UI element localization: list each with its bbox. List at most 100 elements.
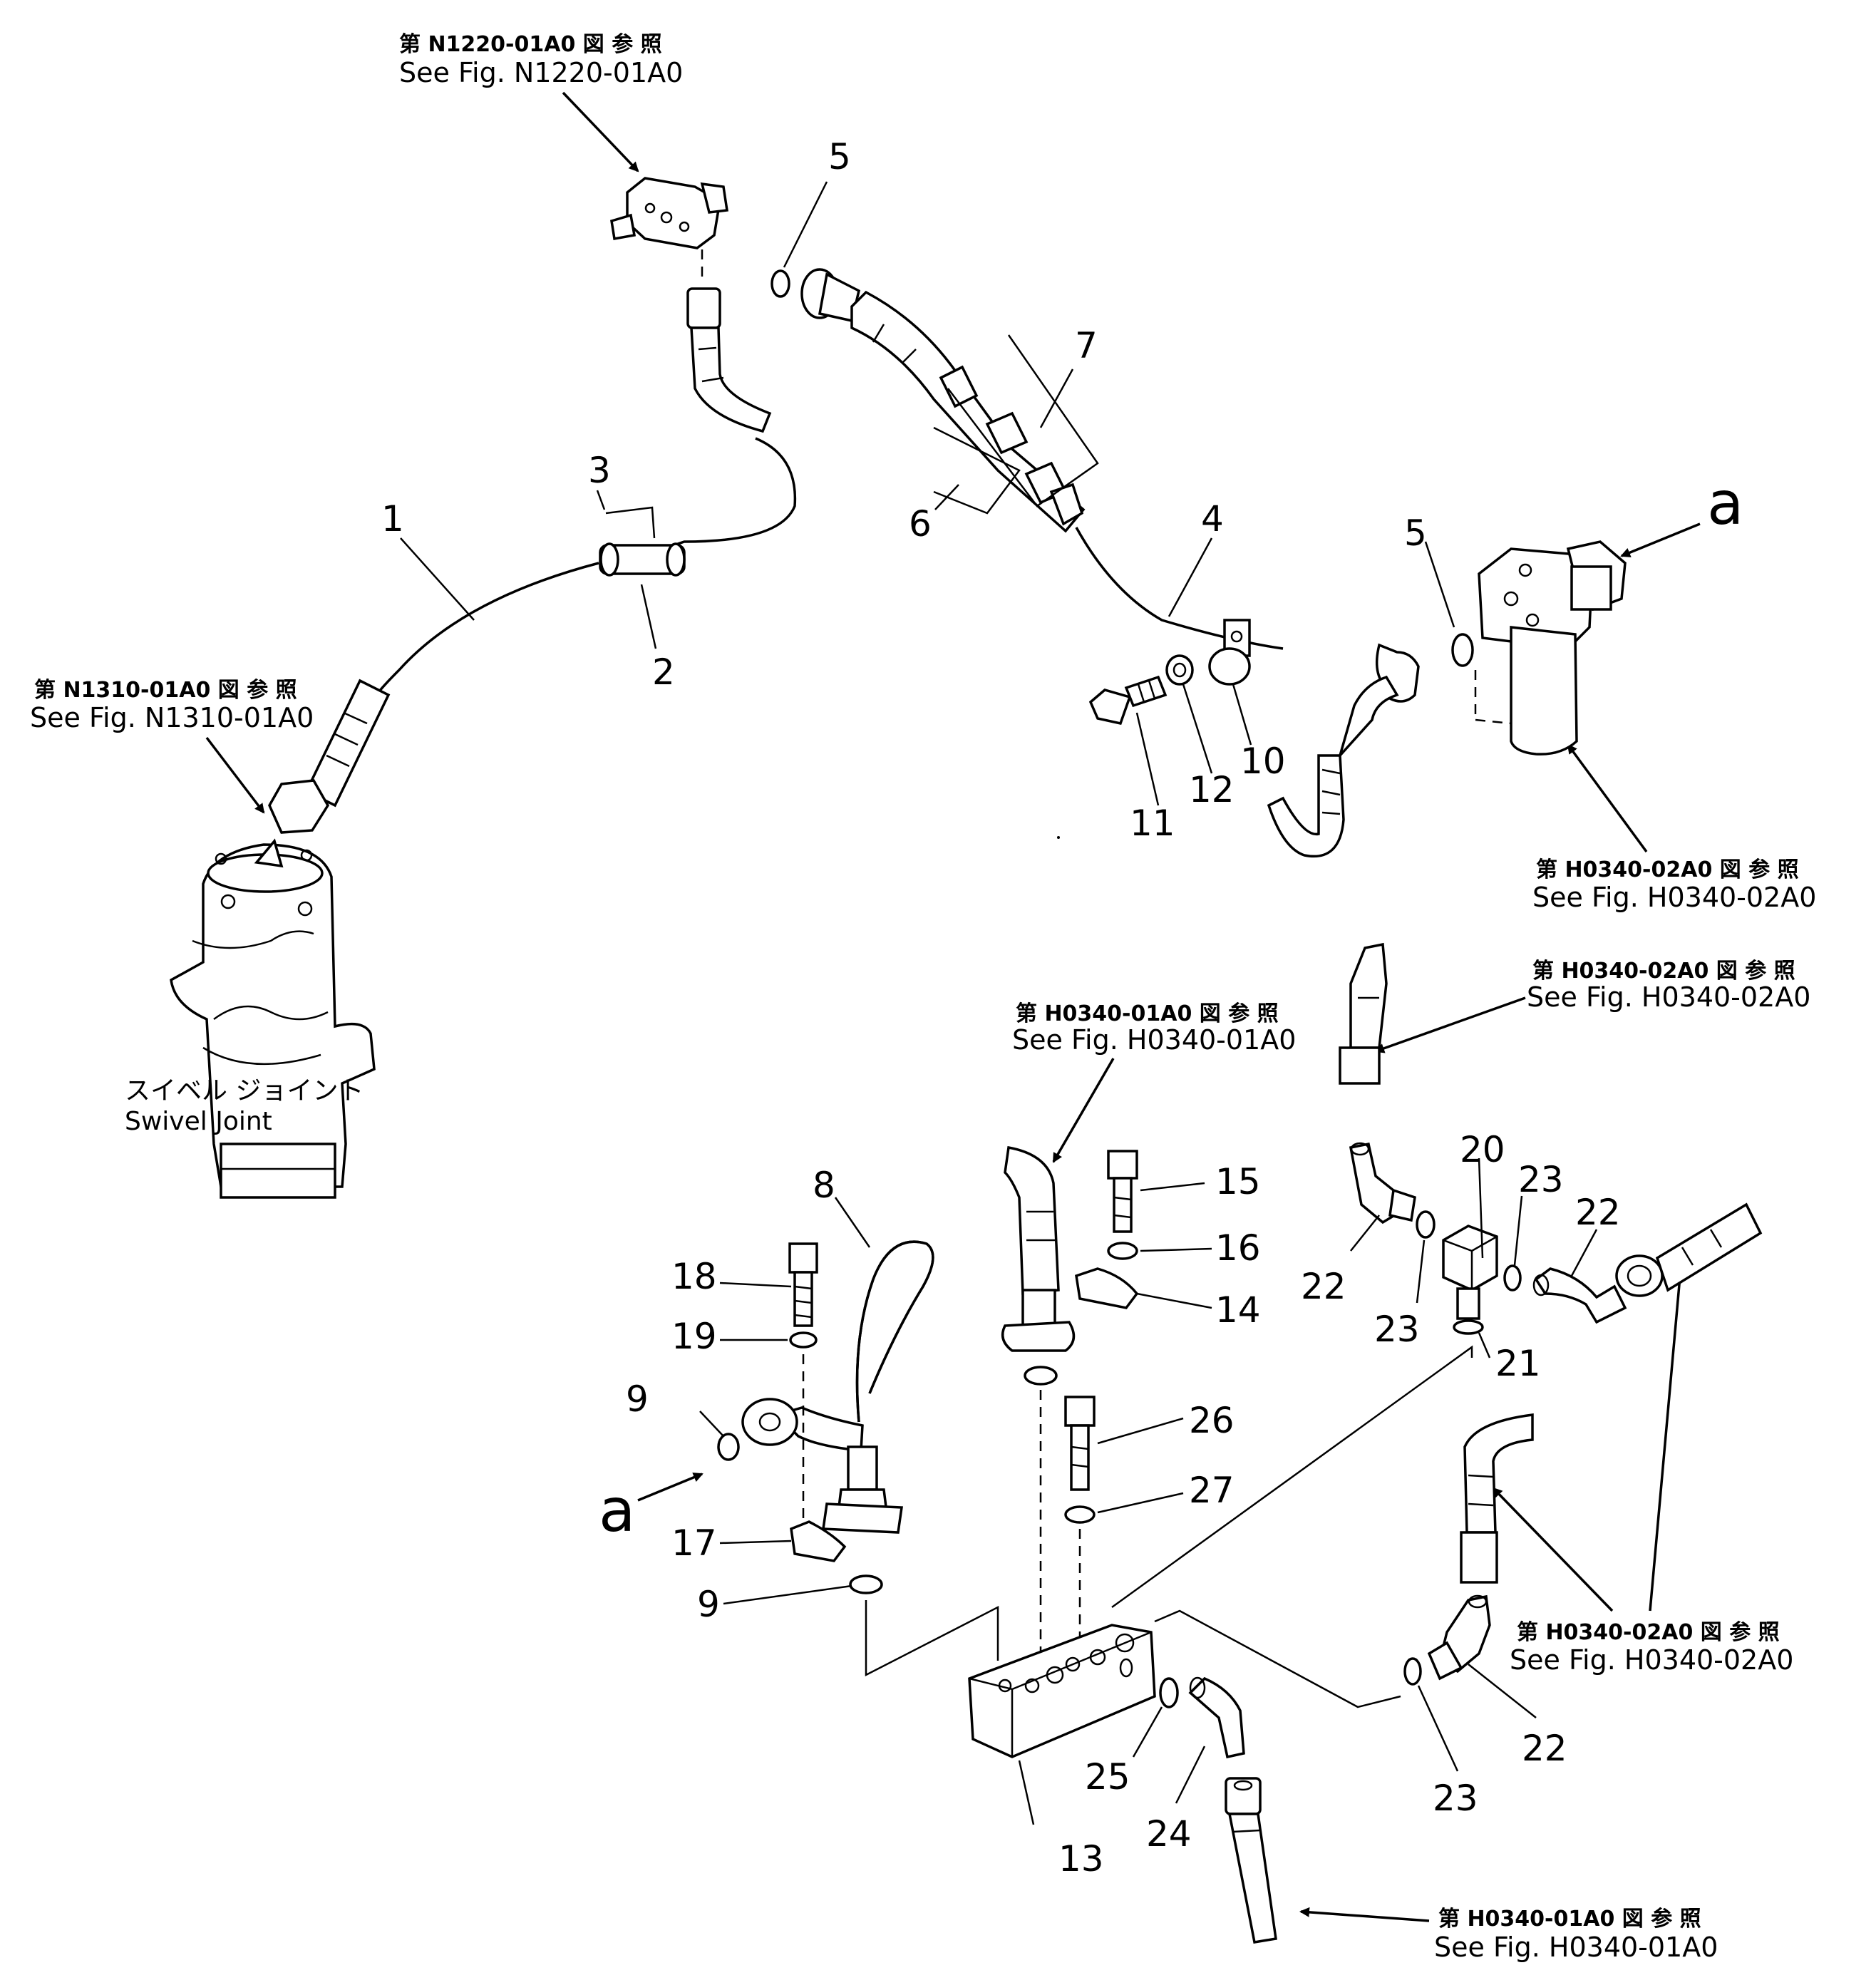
reference-h0340-02-mid-arrow-a — [1492, 1487, 1614, 1612]
marker-a-bottom-arrow — [637, 1473, 704, 1502]
filter — [1474, 540, 1627, 756]
part-number-1: 1 — [381, 498, 404, 540]
elbow-22-mid — [1427, 1594, 1491, 1681]
reference-n1310: 第 N1310-01A0 図 参 照 See Fig. N1310-01A0 — [30, 678, 314, 814]
part-number-22b: 22 — [1301, 1266, 1346, 1307]
clamp-2 — [599, 542, 686, 577]
guard-7 — [947, 334, 1099, 507]
reference-h0340-02-filter-jp: 第 H0340-02A0 図 参 照 — [1536, 857, 1799, 882]
part-number-25: 25 — [1085, 1756, 1130, 1798]
elbow-22-right — [1532, 1267, 1627, 1324]
reference-h0340-01-top: 第 H0340-01A0 図 参 照 See Fig. H0340-01A0 — [1012, 1001, 1296, 1163]
washer-19 — [789, 1331, 818, 1349]
hose-mid-right — [1460, 1413, 1534, 1584]
reference-h0340-02-mid: 第 H0340-02A0 図 参 照 See Fig. H0340-02A0 — [1492, 1267, 1793, 1676]
marker-a-top-arrow — [1620, 522, 1701, 557]
adapter-20 — [1442, 1224, 1498, 1320]
reference-h0340-01-top-jp: 第 H0340-01A0 図 参 照 — [1016, 1001, 1279, 1026]
reference-h0340-01-bottom-arrow — [1299, 1907, 1430, 1922]
part-number-10: 10 — [1240, 741, 1286, 782]
reference-h0340-02-filter: 第 H0340-02A0 図 参 照 See Fig. H0340-02A0 — [1532, 743, 1816, 913]
split-flange-14 — [1075, 1267, 1139, 1309]
part-number-9a: 9 — [626, 1378, 649, 1420]
guard-6 — [933, 426, 1021, 515]
washer-27 — [1064, 1505, 1096, 1524]
oring-23-mid — [1403, 1657, 1422, 1686]
hose-1-end-fitting — [268, 679, 391, 834]
part-number-7: 7 — [1075, 325, 1098, 366]
reference-n1220: 第 N1220-01A0 図 参 照 See Fig. N1220-01A0 — [399, 32, 683, 172]
part-number-23b: 23 — [1374, 1309, 1420, 1350]
part-number-21: 21 — [1495, 1343, 1541, 1384]
marker-a-top: a — [1707, 468, 1743, 538]
swivel-joint-label-jp: スイベル ジョイント — [125, 1076, 364, 1105]
reference-h0340-01-bottom: 第 H0340-01A0 図 参 照 See Fig. H0340-01A0 — [1299, 1907, 1718, 1963]
bolt-11 — [1088, 675, 1168, 726]
hose-1-upper — [662, 437, 797, 550]
hose-4 — [800, 268, 1284, 650]
part-number-20: 20 — [1460, 1129, 1505, 1170]
part-number-17: 17 — [671, 1522, 717, 1564]
marker-a-bottom: a — [599, 1475, 635, 1545]
part-number-5a: 5 — [828, 136, 851, 177]
hose-1-upper-fitting — [686, 287, 772, 433]
part-number-4: 4 — [1201, 498, 1224, 540]
part-number-23c: 23 — [1433, 1778, 1478, 1819]
reference-n1220-en: See Fig. N1220-01A0 — [399, 57, 683, 88]
reference-h0340-02-filter-en: See Fig. H0340-02A0 — [1532, 882, 1816, 913]
part-number-18: 18 — [671, 1256, 717, 1297]
reference-n1310-en: See Fig. N1310-01A0 — [30, 702, 314, 733]
leader-lines — [400, 181, 1598, 1825]
part-number-8: 8 — [813, 1165, 835, 1206]
part-number-5b: 5 — [1404, 512, 1427, 554]
hose-right — [1615, 1202, 1763, 1297]
part-number-27: 27 — [1189, 1470, 1235, 1511]
split-flange-17 — [790, 1520, 847, 1562]
hose-center — [1001, 1145, 1076, 1352]
oring-23-top-left — [1416, 1210, 1436, 1239]
washer-16 — [1107, 1242, 1138, 1260]
hose-1 — [373, 562, 599, 699]
reference-h0340-01-top-en: See Fig. H0340-01A0 — [1012, 1024, 1296, 1056]
elbow-24 — [1188, 1676, 1245, 1759]
reference-h0340-02-mid-en: See Fig. H0340-02A0 — [1510, 1644, 1793, 1676]
bolt-15 — [1107, 1150, 1138, 1233]
oring-center — [1024, 1366, 1058, 1386]
oring-23-top-right — [1503, 1264, 1522, 1291]
part-number-2: 2 — [652, 651, 675, 693]
oring-21 — [1453, 1319, 1484, 1335]
block-13 — [968, 1624, 1156, 1758]
swivel-joint — [170, 838, 376, 1199]
part-number-6: 6 — [909, 503, 932, 545]
part-number-11: 11 — [1130, 803, 1175, 844]
reference-h0340-01-bottom-en: See Fig. H0340-01A0 — [1434, 1932, 1718, 1963]
part-number-26: 26 — [1189, 1400, 1235, 1441]
reference-h0340-02-mid-jp: 第 H0340-02A0 図 参 照 — [1517, 1620, 1780, 1645]
hose-top-right — [1339, 942, 1388, 1085]
reference-h0340-02-mid-arrow-b — [1649, 1267, 1685, 1612]
part-number-14: 14 — [1215, 1289, 1261, 1331]
oring-9-lower — [849, 1574, 883, 1594]
oring-5-top — [770, 269, 790, 298]
bolt-18 — [788, 1242, 818, 1327]
reference-h0340-02-top: 第 H0340-02A0 図 参 照 See Fig. H0340-02A0 — [1374, 959, 1810, 1053]
reference-h0340-01-bottom-jp: 第 H0340-01A0 図 参 照 — [1438, 1907, 1701, 1932]
reference-h0340-02-filter-arrow — [1567, 743, 1648, 853]
clamp-10 — [1208, 619, 1251, 686]
leader-block-elbow — [1154, 1609, 1401, 1708]
oring-5-filter — [1451, 633, 1474, 667]
swivel-joint-label-en: Swivel Joint — [125, 1107, 272, 1136]
stray-dot — [1057, 836, 1060, 839]
part-number-3: 3 — [588, 450, 611, 491]
valve-block — [610, 177, 729, 282]
bolt-26 — [1064, 1396, 1096, 1491]
part-number-9b: 9 — [697, 1584, 720, 1625]
part-number-22a: 22 — [1575, 1192, 1621, 1233]
reference-n1220-arrow — [562, 91, 639, 172]
oring-25 — [1159, 1677, 1179, 1708]
part-number-12: 12 — [1189, 769, 1235, 810]
washer-12 — [1165, 654, 1194, 686]
reference-h0340-02-top-arrow — [1374, 996, 1526, 1053]
leader-block-right — [1111, 1345, 1473, 1609]
